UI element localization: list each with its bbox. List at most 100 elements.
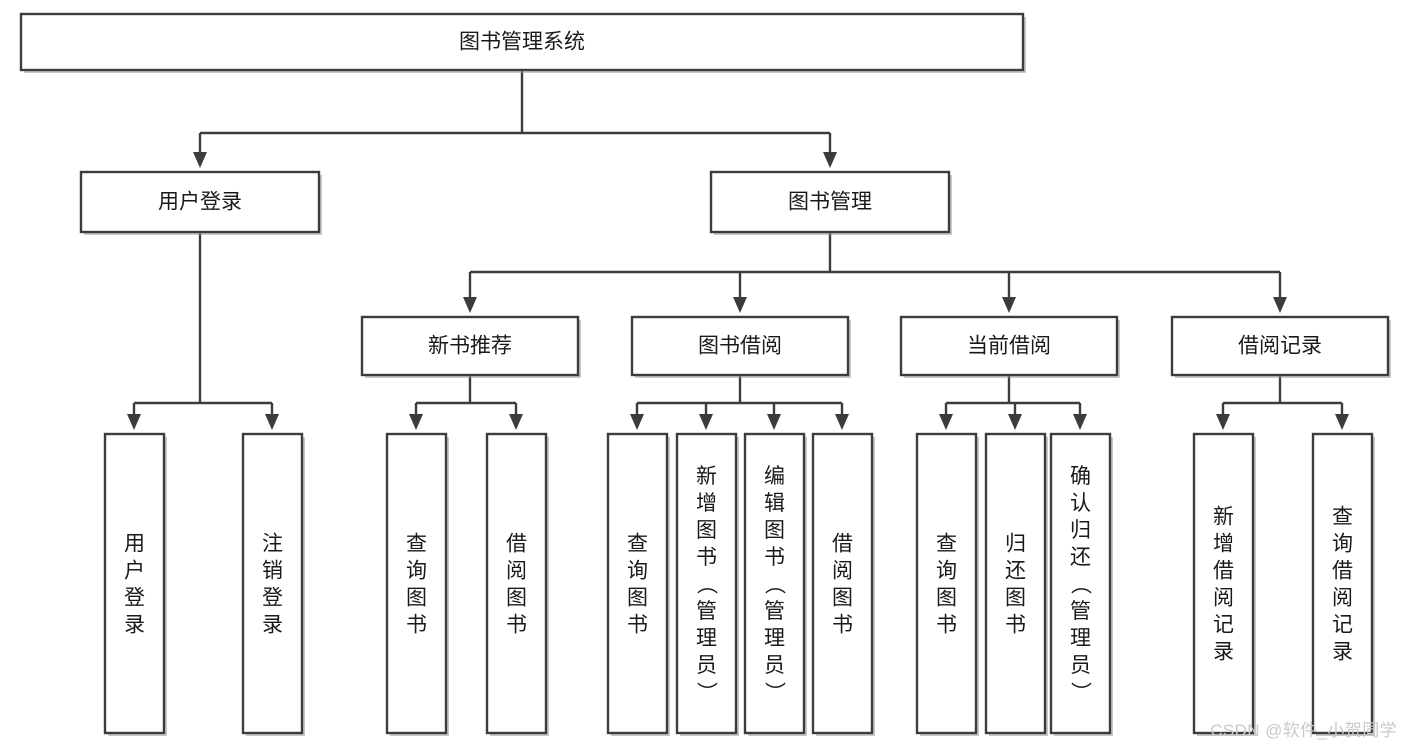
node-box[interactable] xyxy=(915,432,978,735)
node-box[interactable] xyxy=(743,432,806,735)
node-book-manage[interactable]: 图书管理 xyxy=(709,170,952,235)
node-label-char: 图 xyxy=(696,519,717,542)
node-box[interactable] xyxy=(485,432,548,735)
node-leaf-user-login[interactable]: 用户登录 xyxy=(103,432,167,736)
node-label-char: 询 xyxy=(627,560,648,583)
node-label-char: ） xyxy=(763,682,786,703)
node-label-char: 书 xyxy=(764,546,785,569)
node-label-char: 书 xyxy=(696,546,717,569)
connector-arrowhead xyxy=(699,414,713,430)
node-label: 用户登录 xyxy=(158,191,242,214)
node-label-char: 图 xyxy=(764,519,785,542)
node-label-char: 书 xyxy=(627,614,648,637)
node-box[interactable] xyxy=(385,432,448,735)
node-label-char: 还 xyxy=(1005,560,1026,583)
node-label-char: ） xyxy=(695,682,718,703)
node-label: 新书推荐 xyxy=(428,335,512,358)
node-box[interactable] xyxy=(984,432,1047,735)
node-box[interactable] xyxy=(241,432,304,735)
node-label-char: 确 xyxy=(1070,465,1091,488)
node-label-char: 理 xyxy=(696,627,717,650)
node-label-char: 销 xyxy=(262,560,283,583)
node-label-char: ） xyxy=(1069,682,1092,703)
connector-arrowhead xyxy=(1216,414,1230,430)
node-label-char: 员 xyxy=(1070,654,1091,677)
node-label-char: 书 xyxy=(832,614,853,637)
node-label-char: 录 xyxy=(262,614,283,637)
node-label-char: 询 xyxy=(406,560,427,583)
connector-arrowhead xyxy=(767,414,781,430)
node-box[interactable] xyxy=(675,432,738,735)
node-box[interactable] xyxy=(811,432,874,735)
node-box[interactable] xyxy=(1170,315,1390,377)
node-label-char: 询 xyxy=(1332,533,1353,556)
node-new-book-recommend[interactable]: 新书推荐 xyxy=(360,315,581,378)
node-box[interactable] xyxy=(1049,432,1112,735)
node-box[interactable] xyxy=(709,170,951,234)
node-label-char: 查 xyxy=(936,533,957,556)
node-box[interactable] xyxy=(103,432,166,735)
node-label-char: 阅 xyxy=(506,560,527,583)
node-label-char: 新 xyxy=(696,465,717,488)
nodes-layer: 图书管理系统用户登录图书管理新书推荐图书借阅当前借阅借阅记录用户登录注销登录查询… xyxy=(19,12,1391,736)
node-label-char: 图 xyxy=(627,587,648,610)
node-label-char: 增 xyxy=(696,492,717,515)
node-label: 图书管理系统 xyxy=(459,31,585,54)
node-root[interactable]: 图书管理系统 xyxy=(19,12,1026,73)
node-label-char: 书 xyxy=(936,614,957,637)
node-borrow-record[interactable]: 借阅记录 xyxy=(1170,315,1391,378)
connector-arrowhead xyxy=(509,414,523,430)
connector-arrowhead xyxy=(1073,414,1087,430)
node-user-login[interactable]: 用户登录 xyxy=(79,170,322,235)
connector-arrowhead xyxy=(823,152,837,168)
node-box[interactable] xyxy=(1192,432,1255,735)
node-label-char: 管 xyxy=(696,600,717,623)
node-label-char: 员 xyxy=(696,654,717,677)
node-box[interactable] xyxy=(606,432,669,735)
node-box[interactable] xyxy=(19,12,1025,72)
connector-arrowhead xyxy=(835,414,849,430)
node-box[interactable] xyxy=(360,315,580,377)
node-label-char: 登 xyxy=(124,587,145,610)
node-label-char: 阅 xyxy=(1213,587,1234,610)
node-label-char: 员 xyxy=(764,654,785,677)
node-label-char: 注 xyxy=(262,533,283,556)
node-label-char: 阅 xyxy=(1332,587,1353,610)
node-label-char: 理 xyxy=(764,627,785,650)
node-label-char: （ xyxy=(763,574,786,595)
node-label-char: 归 xyxy=(1070,519,1091,542)
node-label-char: 书 xyxy=(506,614,527,637)
node-label-char: 书 xyxy=(1005,614,1026,637)
node-box[interactable] xyxy=(630,315,850,377)
node-label-char: （ xyxy=(695,574,718,595)
node-label-char: 编 xyxy=(764,465,785,488)
node-box[interactable] xyxy=(1311,432,1374,735)
node-book-borrow[interactable]: 图书借阅 xyxy=(630,315,851,378)
node-box[interactable] xyxy=(79,170,321,234)
connector-arrowhead xyxy=(630,414,644,430)
node-label-char: 查 xyxy=(406,533,427,556)
node-label: 图书管理 xyxy=(788,191,872,214)
arrowheads-layer xyxy=(127,152,1349,430)
node-label: 借阅记录 xyxy=(1238,335,1322,358)
node-box[interactable] xyxy=(899,315,1119,377)
node-label-char: 借 xyxy=(506,533,527,556)
connector-arrowhead xyxy=(409,414,423,430)
csdn-watermark: CSDN @软件_小贺同学 xyxy=(1210,721,1397,740)
node-label-char: 归 xyxy=(1005,533,1026,556)
node-current-borrow[interactable]: 当前借阅 xyxy=(899,315,1120,378)
